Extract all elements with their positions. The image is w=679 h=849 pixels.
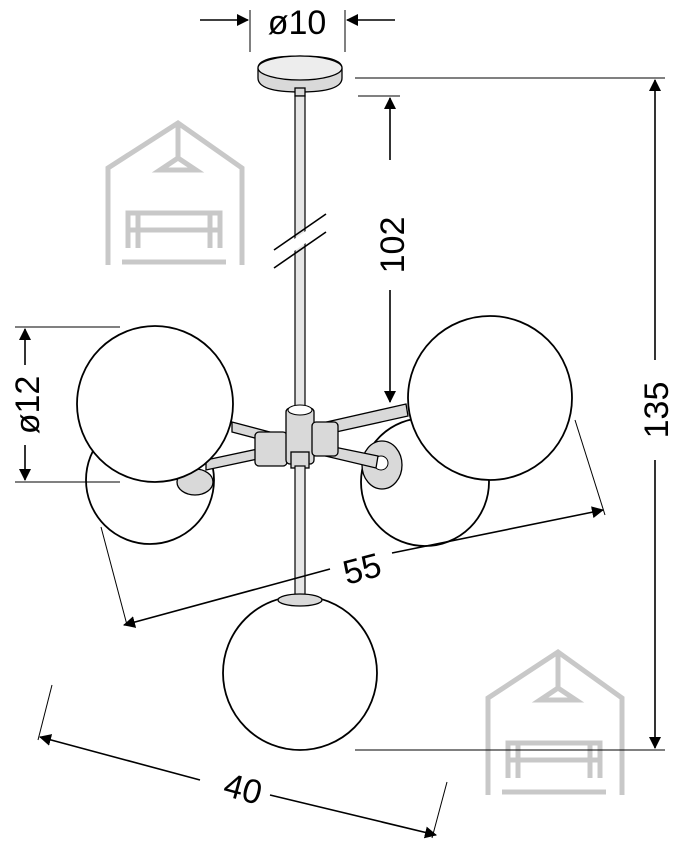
total-height-dimension: 135 [355,77,676,751]
width-label: 40 [220,766,266,812]
ceiling-canopy [257,55,343,97]
house-with-sofa-icon [105,119,245,265]
globe-diameter-dimension: ø12 [9,326,120,483]
bottom-socket [277,593,323,607]
canopy-diameter-dimension: ø10 [200,4,395,52]
globe-front-left [76,325,234,483]
house-with-sofa-icon [485,648,625,795]
span-label: 55 [339,546,385,592]
canopy-diameter-label: ø10 [268,4,327,42]
lower-rod [294,465,306,601]
globe-diameter-label: ø12 [9,376,47,435]
total-height-label: 135 [638,382,676,439]
rod-length-label: 102 [374,217,412,274]
center-hub [254,404,339,469]
rod-length-dimension: 102 [358,95,412,403]
suspension-rod [273,95,327,407]
globe-front-right [407,315,573,481]
globe-bottom [222,595,378,751]
